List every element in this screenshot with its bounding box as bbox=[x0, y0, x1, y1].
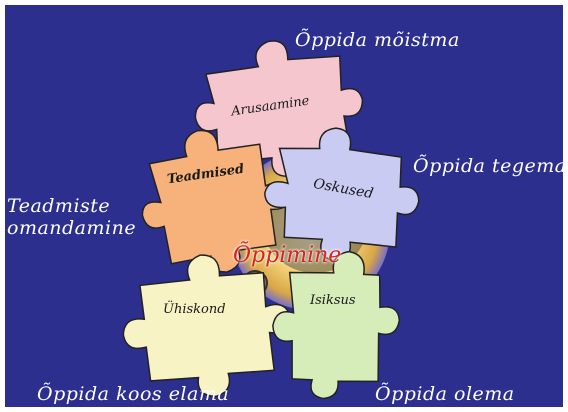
label-oppida-olema: Õppida olema bbox=[375, 383, 515, 405]
diagram-canvas: Õppida mõistma Õppida tegema Teadmiste o… bbox=[5, 5, 563, 407]
label-oppida-koos-elama: Õppida koos elama bbox=[37, 383, 230, 405]
piece-isiksus bbox=[272, 250, 401, 400]
piece-label-uhiskond: Ühiskond bbox=[163, 302, 226, 317]
label-oppida-moistma: Õppida mõistma bbox=[295, 29, 460, 51]
piece-uhiskond bbox=[122, 254, 292, 398]
center-label-oppimine: Õppimine bbox=[233, 243, 342, 268]
piece-teadmised bbox=[141, 129, 292, 273]
puzzle-graphics bbox=[122, 40, 420, 400]
label-oppida-tegema: Õppida tegema bbox=[413, 155, 563, 177]
piece-label-isiksus: Isiksus bbox=[310, 293, 356, 308]
piece-oskused bbox=[264, 127, 420, 262]
label-teadmiste-line1: Teadmiste bbox=[7, 195, 111, 217]
label-teadmiste-line2: omandamine bbox=[7, 217, 137, 239]
